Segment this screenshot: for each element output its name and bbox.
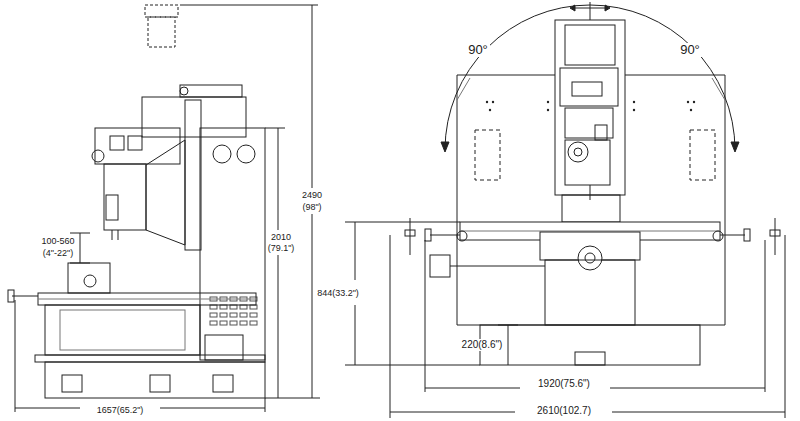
dimension-label: 844(33.2") — [315, 288, 361, 298]
dimension-label: 90° — [466, 43, 490, 58]
dimension-label: 2490 — [300, 190, 324, 200]
dimension-label: 100-560 — [39, 236, 76, 246]
dimension-label: 1657(65.2") — [95, 405, 146, 415]
dimension-label: (79.1") — [266, 243, 297, 253]
dimension-label: 90° — [678, 43, 702, 58]
dimension-label: 1920(75.6") — [536, 378, 592, 390]
dimension-label: (98") — [300, 202, 323, 212]
dimension-label: 220(8.6") — [460, 339, 505, 351]
dimension-label: (4"-22") — [41, 248, 75, 258]
dimension-label: 2010 — [269, 232, 293, 242]
dimension-label: 2610(102.7) — [535, 405, 593, 417]
